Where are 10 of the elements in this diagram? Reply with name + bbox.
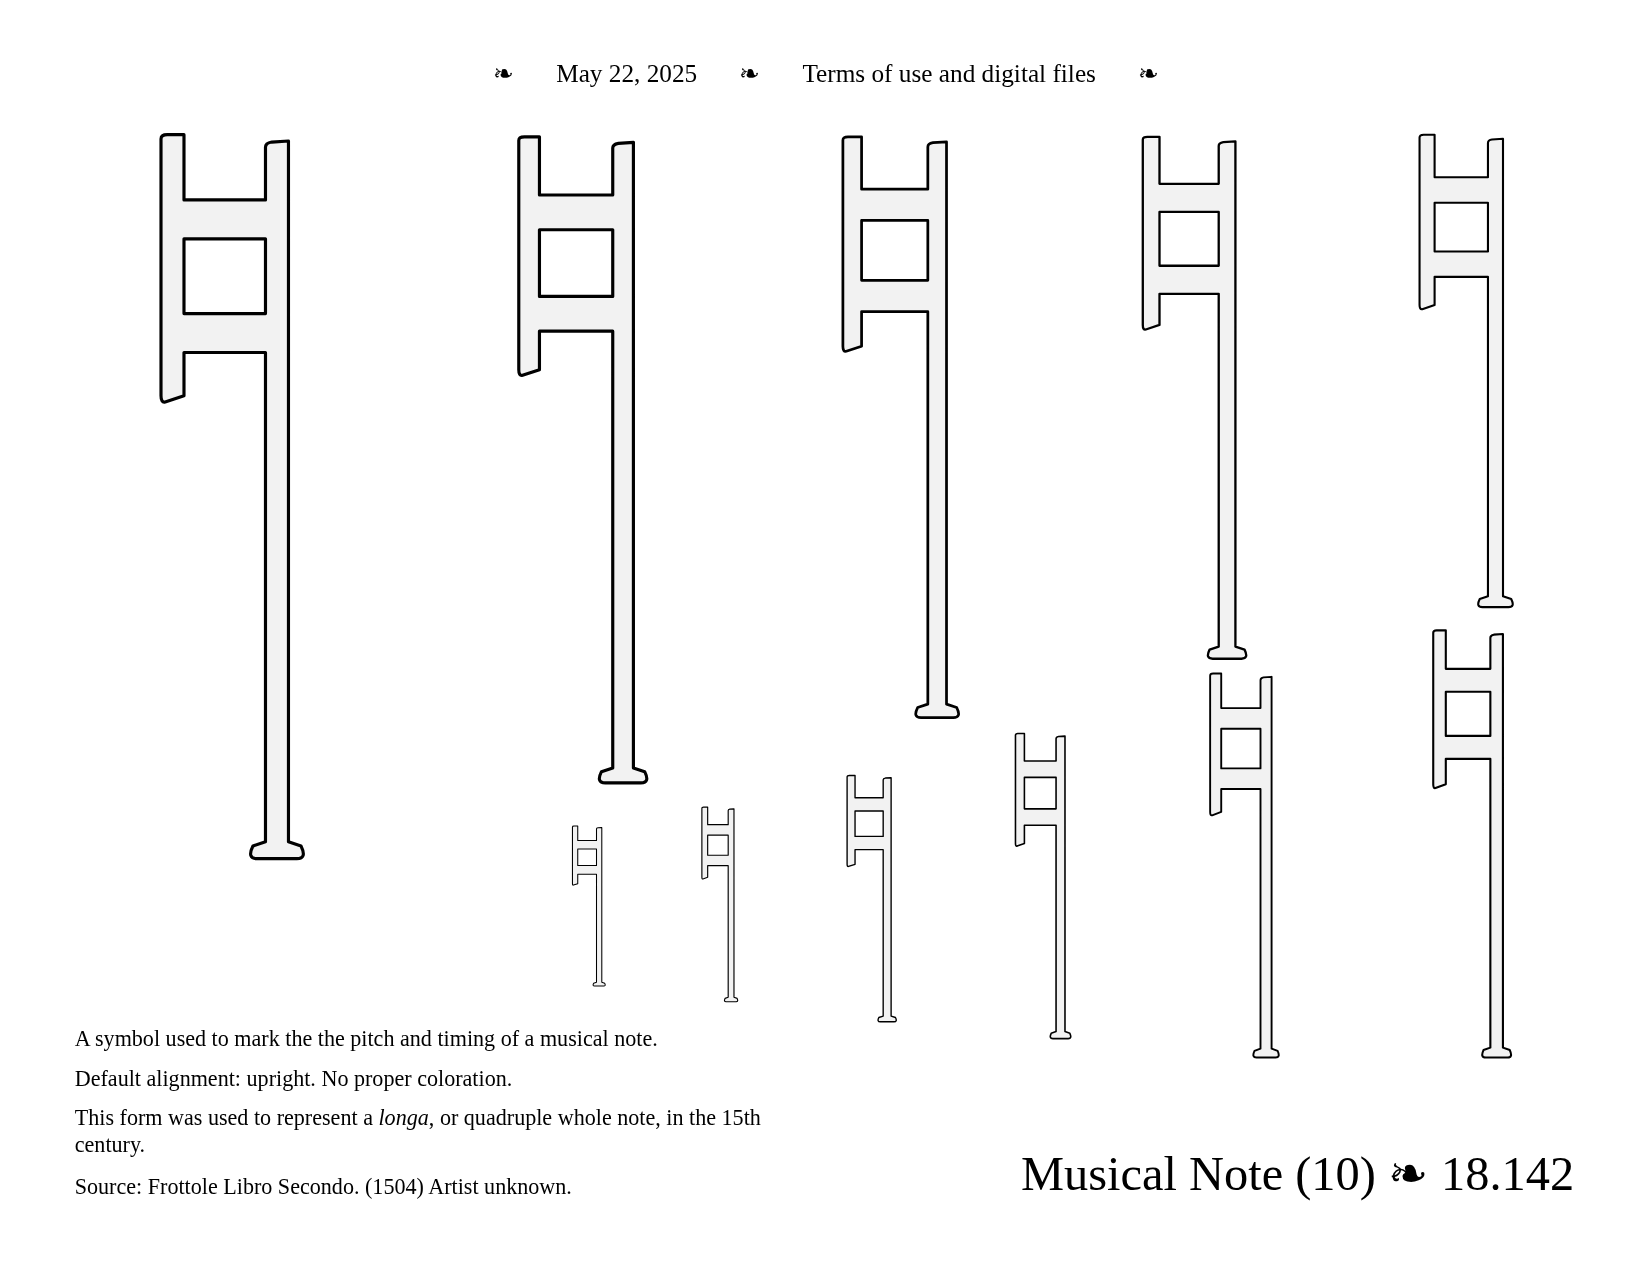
fleuron-ornament: ❧ (739, 59, 761, 89)
fleuron-ornament: ❧ (1138, 59, 1160, 89)
description-text: Source: Frottole Libro Secondo. (1504) Artist unknown. (74, 1173, 573, 1201)
header-text: May 22, 2025 (556, 60, 698, 89)
plate-title: Musical Note (10) ❧ 18.142 (1021, 1146, 1575, 1202)
header-text: Terms of use and digital files (802, 60, 1096, 89)
description-text: This form was used to represent a longa, or quadruple whole note, in the 15th century. (74, 1103, 762, 1159)
fleuron-ornament: ❧ (493, 59, 515, 89)
description-text: Default alignment: upright. No proper coloration. (74, 1065, 514, 1093)
description-text: A symbol used to mark the the pitch and timing of a musical note. (74, 1025, 659, 1053)
